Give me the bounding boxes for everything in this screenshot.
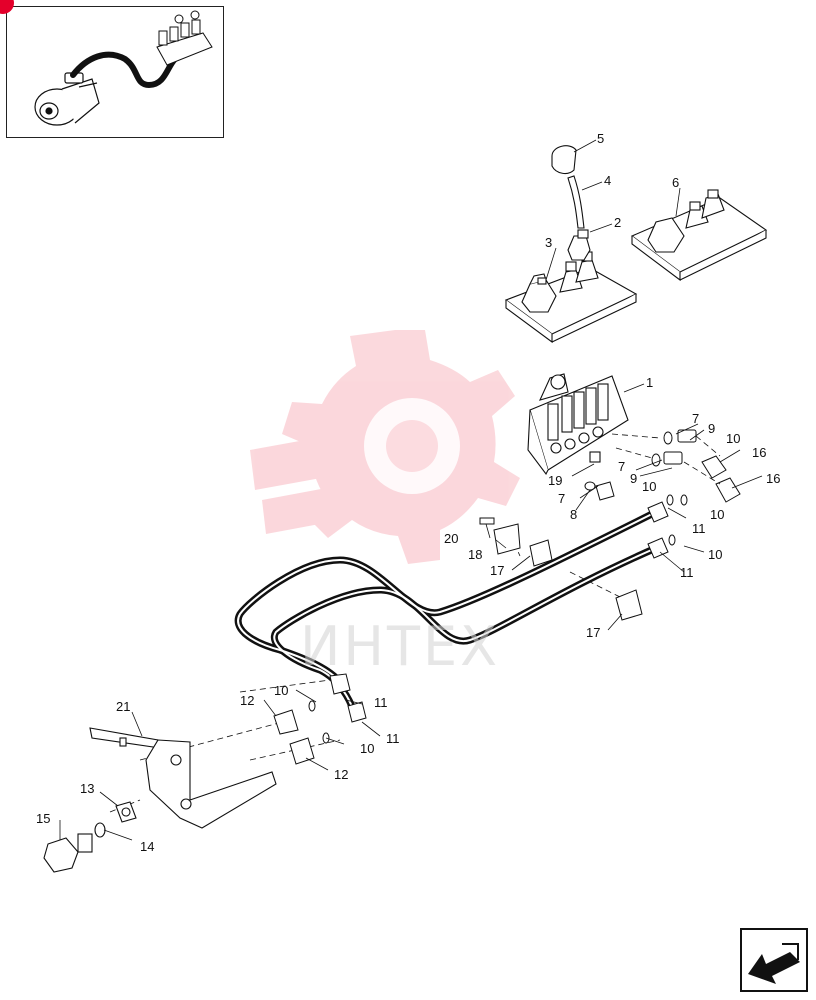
valve-fittings [584,429,741,546]
callout-19: 19 [548,473,563,488]
callout-10-a: 10 [726,431,741,446]
callout-6: 6 [672,175,680,190]
valve-thumbnail [156,10,213,66]
return-navigation-button[interactable] [740,928,808,992]
callout-5: 5 [597,131,605,146]
callout-3: 3 [545,235,553,250]
spare-boots-plate [630,189,768,282]
callout-9-b: 9 [630,471,638,486]
callout-11-a: 11 [692,521,706,536]
control-lever [551,145,589,239]
callout-4: 4 [604,173,612,188]
callout-21: 21 [116,699,131,714]
callout-15: 15 [36,811,51,826]
callout-7-a: 7 [692,411,700,426]
hose-thumbnail [70,51,178,89]
callout-10-c: 10 [710,507,725,522]
callout-12-a: 12 [240,693,255,708]
bulkhead-fittings [273,700,330,765]
callout-11-c: 11 [374,695,388,710]
callout-2: 2 [614,215,622,230]
hose-inner-highlights [237,511,657,713]
callout-11-d: 11 [386,731,400,746]
callout-17-b: 17 [586,625,601,640]
callout-14: 14 [140,839,155,854]
callout-11-b: 11 [680,565,694,580]
callout-7-c: 7 [558,491,566,506]
return-arrow-icon [748,943,800,984]
pump-hose-valve-thumbnail [34,10,213,126]
callout-16-a: 16 [752,445,767,460]
callout-13: 13 [80,781,95,796]
callout-9-a: 9 [708,421,716,436]
callout-18: 18 [468,547,483,562]
corner-marker [0,0,14,14]
watermark-text: ИНТЕХ [300,615,501,678]
callout-20: 20 [444,531,459,546]
callout-1: 1 [646,375,654,390]
callout-12-b: 12 [334,767,349,782]
callout-leaders [59,139,763,841]
mounting-bracket [89,727,277,829]
callout-10-b: 10 [642,479,657,494]
pump-thumbnail [34,72,100,126]
callout-7-b: 7 [618,459,626,474]
callout-16-b: 16 [766,471,781,486]
hose-end-fittings [329,501,669,723]
thumbnail-frame [6,6,224,138]
callout-8: 8 [570,507,578,522]
coupler-parts [43,801,137,873]
callout-17-a: 17 [490,563,505,578]
control-valve-block [527,373,629,476]
hose-clamps [479,517,643,621]
callout-10-e: 10 [274,683,289,698]
callout-10-f: 10 [360,741,375,756]
control-boots-assembly [504,235,638,344]
callout-10-d: 10 [708,547,723,562]
